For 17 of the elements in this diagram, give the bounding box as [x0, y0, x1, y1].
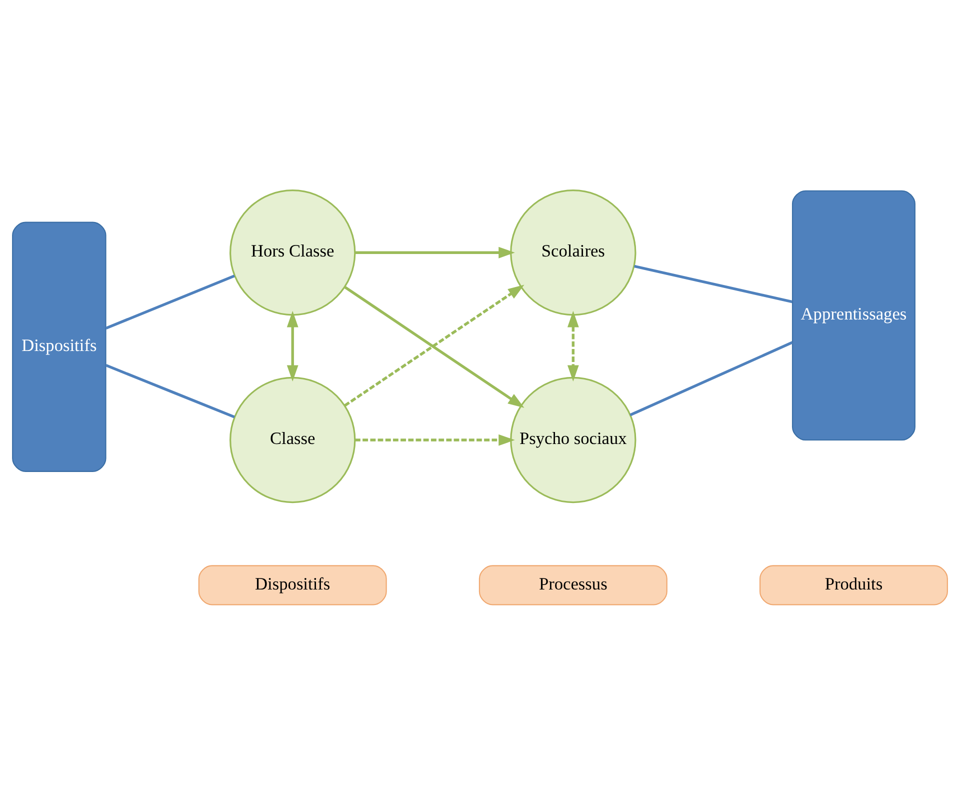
connector — [634, 264, 792, 303]
node-circle: Classe — [230, 376, 356, 503]
arrow — [286, 310, 298, 382]
arrow — [567, 310, 579, 382]
node-circle: Scolaires — [510, 189, 636, 316]
arrow — [355, 246, 515, 258]
connector — [105, 274, 235, 329]
node-circle: Hors Classe — [230, 189, 356, 316]
arrow — [355, 434, 515, 446]
node-circle: Psycho sociaux — [510, 376, 636, 503]
node-box: Apprentissages — [792, 190, 916, 440]
node-box: Dispositifs — [198, 564, 387, 605]
node-box: Produits — [759, 564, 948, 605]
connector — [105, 364, 235, 418]
node-box: Processus — [478, 564, 668, 605]
node-box: Dispositifs — [12, 221, 106, 472]
connector — [630, 340, 793, 416]
